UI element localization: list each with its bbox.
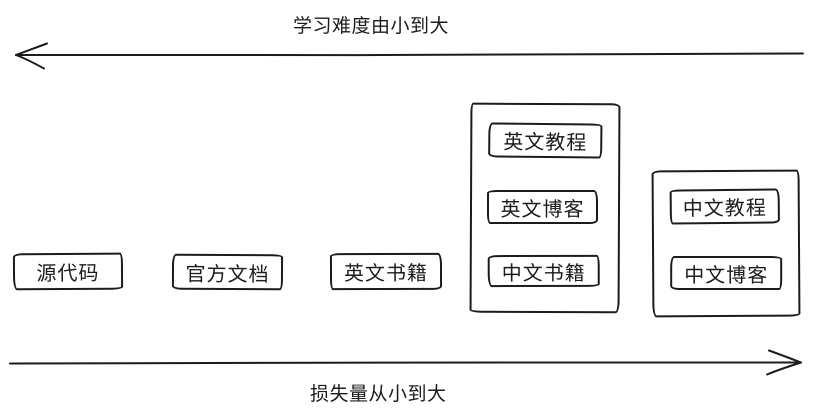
node-english-blog: 英文博客 (486, 189, 599, 225)
left-arrow-icon (15, 42, 804, 70)
loss-axis-label: 损失量从小到大 (310, 384, 447, 405)
node-english-tutorial: 英文教程 (488, 122, 603, 159)
node-chinese-blog: 中文博客 (670, 255, 783, 291)
node-label: 官方文档 (185, 263, 270, 286)
node-official-docs: 官方文档 (171, 253, 284, 291)
node-label: 英文教程 (503, 131, 588, 155)
node-chinese-tutorial: 中文教程 (669, 188, 780, 225)
node-label: 源代码 (36, 262, 100, 286)
node-source-code: 源代码 (12, 252, 124, 291)
group-box-english-mixed: 英文教程 英文博客 中文书籍 (469, 102, 621, 314)
node-label: 中文博客 (684, 264, 769, 287)
node-label: 中文教程 (682, 197, 767, 221)
node-english-books: 英文书籍 (329, 252, 443, 291)
right-arrow-icon (9, 349, 802, 376)
group-box-chinese: 中文教程 中文博客 (651, 169, 801, 318)
difficulty-axis-label: 学习难度由小到大 (293, 16, 450, 37)
node-chinese-books: 中文书籍 (487, 254, 600, 288)
node-label: 英文博客 (500, 198, 585, 221)
node-label: 中文书籍 (501, 262, 586, 285)
node-label: 英文书籍 (343, 262, 429, 286)
